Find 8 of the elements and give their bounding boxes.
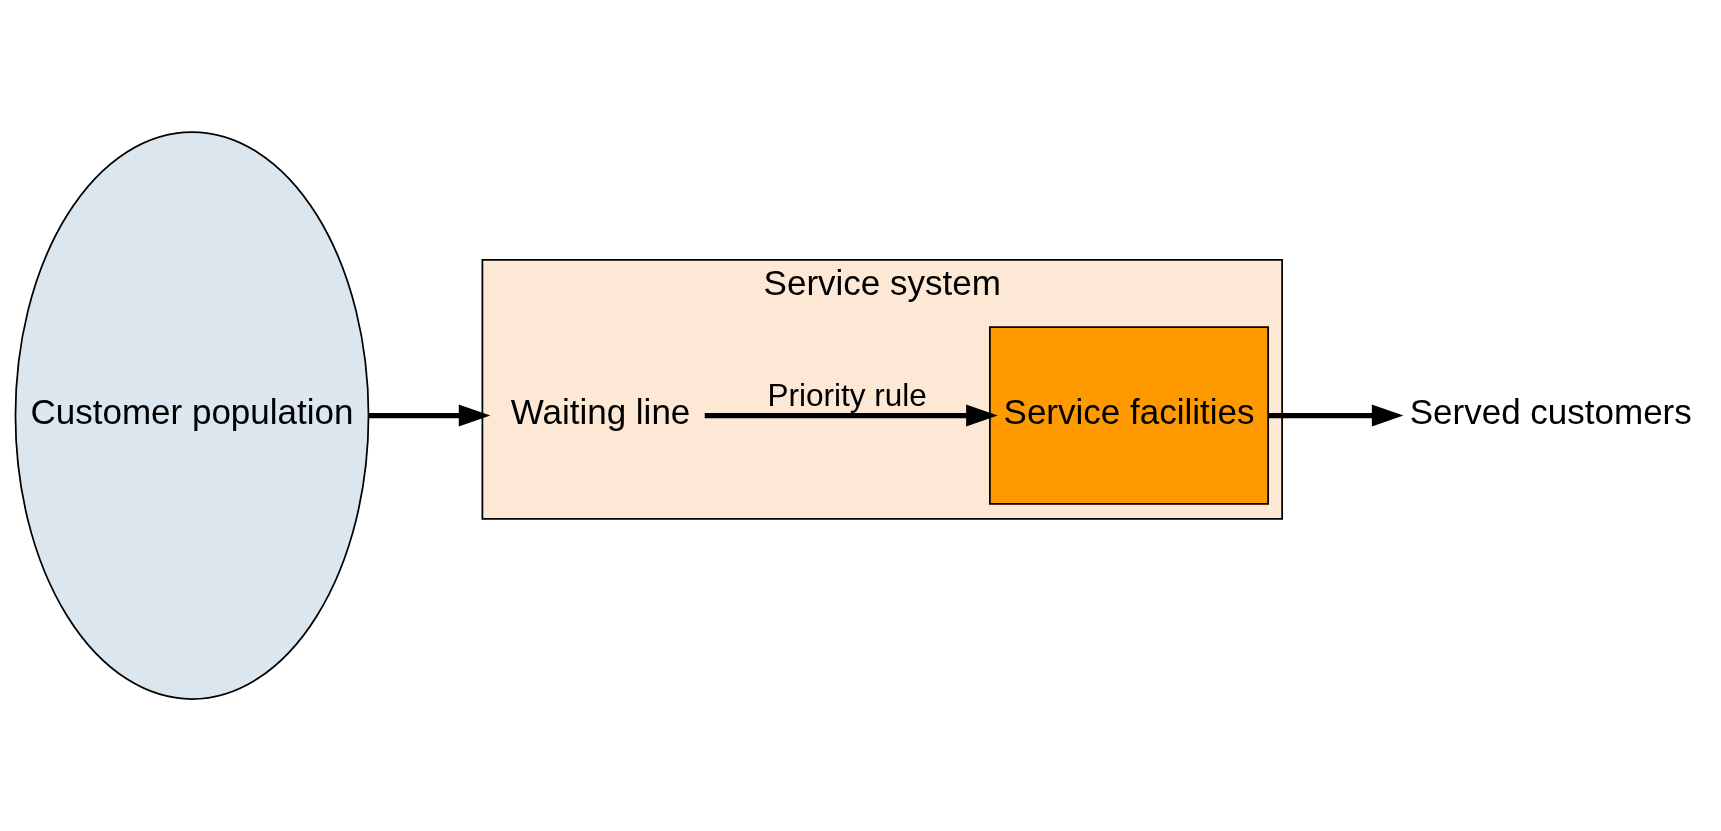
node-ellipse: Customer population bbox=[14, 131, 370, 700]
node-text: Waiting line bbox=[510, 392, 691, 432]
arrow bbox=[704, 404, 998, 427]
arrow bbox=[369, 404, 491, 427]
arrow bbox=[1268, 404, 1404, 427]
node-text: Served customers bbox=[1409, 392, 1692, 432]
edge-label: Priority rule bbox=[767, 376, 927, 413]
node-box: Service facilities bbox=[989, 326, 1269, 505]
